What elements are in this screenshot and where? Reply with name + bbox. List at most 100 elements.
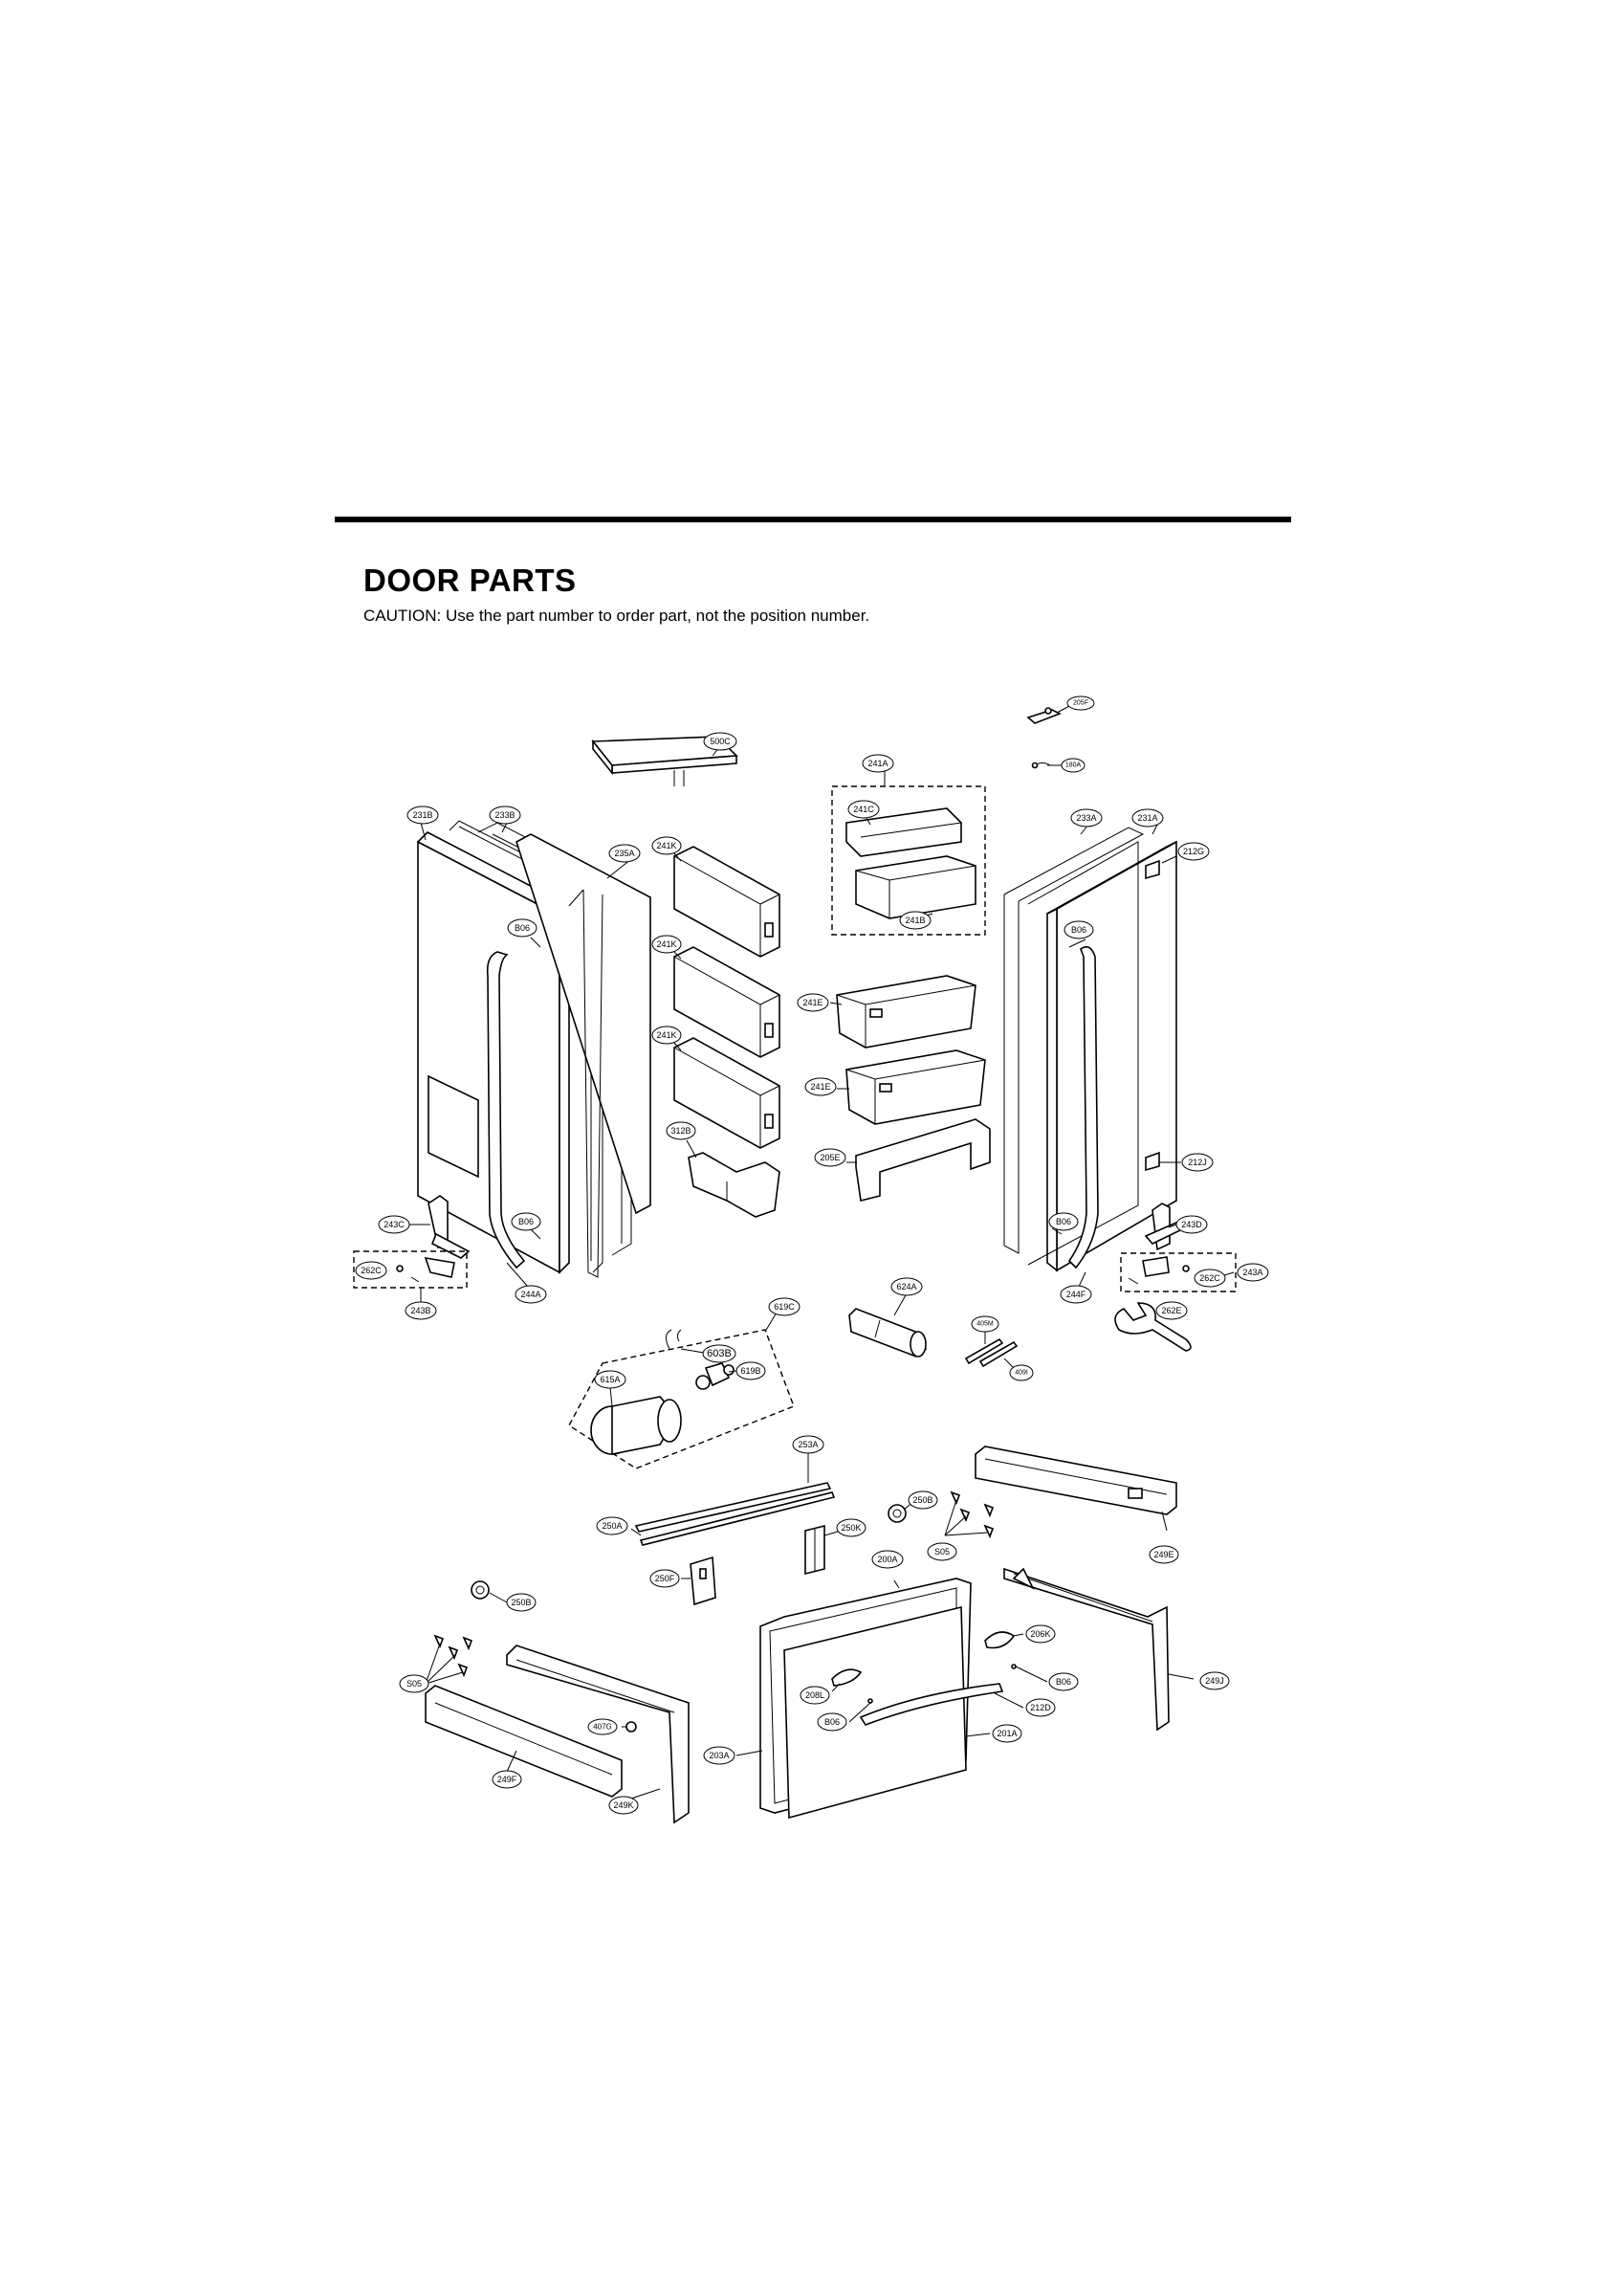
callout-241K-3: 241K [651,1026,682,1045]
callout-S05-right: S05 [927,1542,957,1561]
callout-212J: 212J [1181,1153,1214,1172]
svg-text:249F: 249F [497,1775,517,1784]
callout-243D: 243D [1175,1215,1208,1234]
svg-text:241E: 241E [802,998,822,1007]
callout-B06-left-lower: B06 [511,1212,541,1231]
rail-249J [1003,1567,1170,1732]
callout-243B: 243B [405,1301,437,1320]
svg-text:241A: 241A [867,759,888,768]
svg-text:B06: B06 [1056,1217,1071,1226]
callout-231B: 231B [406,806,439,825]
motor-615A [590,1396,682,1455]
svg-text:212G: 212G [1183,847,1204,856]
callout-200A: 200A [871,1550,904,1569]
svg-text:250A: 250A [602,1521,622,1531]
svg-text:250B: 250B [511,1598,531,1607]
basket-241C [845,807,962,857]
svg-text:500C: 500C [710,737,731,746]
svg-text:B06: B06 [515,923,530,933]
callout-231A: 231A [1131,808,1164,828]
left-door-assembly [353,820,651,1289]
strip-250A [639,1491,836,1546]
svg-text:235A: 235A [614,849,634,858]
callout-262C-right: 262C [1194,1269,1226,1288]
svg-text:233A: 233A [1076,813,1096,823]
basket-241B [855,855,976,919]
svg-text:619C: 619C [774,1302,795,1312]
callout-208L: 208L [800,1686,830,1705]
svg-text:603B: 603B [707,1348,732,1359]
callout-206K: 206K [1025,1624,1056,1644]
svg-text:B06: B06 [824,1717,840,1727]
svg-text:241C: 241C [853,805,874,814]
callout-212D: 212D [1025,1698,1056,1717]
svg-text:615A: 615A [600,1375,620,1384]
callout-262C-left: 262C [355,1261,387,1280]
callout-249F: 249F [492,1770,522,1789]
dispenser-312B [688,1152,780,1218]
svg-text:241K: 241K [656,1030,676,1040]
callout-241C: 241C [847,800,880,819]
svg-text:243B: 243B [410,1306,430,1315]
callout-241A: 241A [862,754,894,773]
svg-text:180A: 180A [1065,762,1082,769]
gear-250B-lower [471,1580,490,1600]
screws-S05-left [425,1634,473,1685]
callout-312B: 312B [666,1121,696,1140]
svg-text:253A: 253A [798,1440,818,1449]
callout-250K: 250K [836,1518,866,1537]
filter-624A [848,1308,927,1358]
callout-203A: 203A [703,1746,735,1765]
bin-241E-1 [836,975,976,1049]
callout-241K-2: 241K [651,935,682,954]
callout-241B: 241B [899,911,932,930]
valve-619B [695,1362,735,1390]
bracket-205E [855,1118,991,1202]
svg-text:619B: 619B [740,1366,760,1376]
callout-624A: 624A [890,1277,923,1296]
callout-233A: 233A [1070,808,1103,828]
callout-244A: 244A [515,1285,547,1304]
gasket-strip-253A [634,1482,832,1533]
callout-205E: 205E [814,1148,846,1167]
callout-233B: 233B [489,806,521,825]
callout-201A: 201A [992,1724,1022,1743]
svg-text:S05: S05 [406,1679,422,1689]
callout-407G: 407G [587,1718,618,1735]
svg-text:250F: 250F [655,1574,675,1583]
guide-250K [804,1524,825,1576]
svg-text:233B: 233B [494,810,515,820]
callout-250F: 250F [649,1569,680,1588]
svg-text:241B: 241B [905,916,925,925]
callout-250B-lower: 250B [506,1593,537,1612]
svg-text:231A: 231A [1137,813,1157,823]
callout-180A: 180A [1061,758,1086,773]
svg-text:312B: 312B [670,1126,691,1136]
ice-maker-group-box [568,1329,795,1469]
freezer-drawer-door [759,1578,1017,1820]
svg-text:241K: 241K [656,841,676,850]
callout-243C: 243C [378,1215,410,1234]
svg-text:201A: 201A [997,1729,1017,1738]
callout-241E-2: 241E [804,1077,837,1096]
svg-text:405M: 405M [976,1321,994,1328]
callout-241K-1: 241K [651,836,682,855]
svg-text:206K: 206K [1030,1629,1050,1639]
rail-249F [425,1685,623,1798]
caution-note: CAUTION: Use the part number to order pa… [363,607,870,625]
svg-text:250K: 250K [841,1523,861,1533]
svg-text:208L: 208L [805,1690,824,1700]
callout-235A: 235A [608,844,641,863]
callout-249E: 249E [1149,1545,1179,1564]
callout-B06-drawer-lower: B06 [817,1712,847,1732]
svg-text:231B: 231B [412,810,432,820]
small-parts-top-right [1026,707,1062,769]
svg-text:262C: 262C [361,1266,382,1275]
svg-text:S05: S05 [934,1547,950,1556]
callout-409I: 409I [1009,1364,1034,1381]
svg-text:243C: 243C [384,1220,405,1229]
callout-603B: 603B [702,1344,736,1363]
svg-text:212J: 212J [1188,1158,1207,1167]
svg-text:243D: 243D [1181,1220,1202,1229]
callout-B06-left-upper: B06 [507,918,537,938]
